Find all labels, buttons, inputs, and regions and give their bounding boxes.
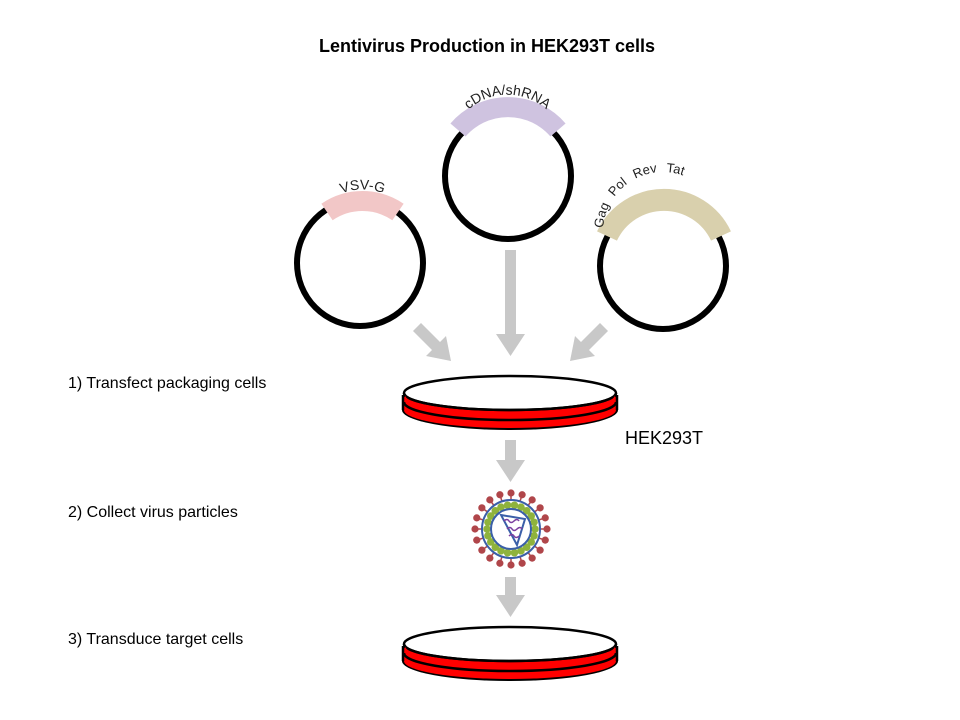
virus-spike-head xyxy=(507,561,515,569)
virus-capsid-bead xyxy=(484,531,492,540)
culture-dish-target xyxy=(401,625,619,681)
virus-spike-head xyxy=(486,554,494,562)
virus-capsid-bead xyxy=(530,518,538,527)
virus-spike-head xyxy=(507,489,515,497)
virus-capsid-bead xyxy=(517,503,525,511)
step-transduce-label: 3) Transduce target cells xyxy=(68,631,244,648)
dish-liquid xyxy=(405,646,615,666)
virus-spike-head xyxy=(536,546,544,554)
virus-spike-head xyxy=(528,496,536,504)
virus-capsid-bead xyxy=(497,503,505,511)
step-collect-label: 2) Collect virus particles xyxy=(68,504,238,521)
virus-spike-head xyxy=(496,559,504,567)
arrow-diagonal-gag xyxy=(570,323,608,361)
gene-rev: Rev xyxy=(630,160,658,181)
virus-capsid-bead xyxy=(487,538,495,546)
virus-rna xyxy=(508,533,520,539)
culture-dish-packaging xyxy=(401,374,619,430)
dish-middle-rim xyxy=(402,401,618,422)
virus-spike-head xyxy=(536,504,544,512)
plasmid-vsvg: VSV-G xyxy=(294,176,426,329)
virus-spike-head xyxy=(541,514,549,522)
virus-spike-head xyxy=(543,525,551,533)
virus-capsid-bead xyxy=(487,512,495,520)
virus-capsid-bead xyxy=(491,507,500,515)
dish-middle-rim xyxy=(402,652,618,673)
arrow-diagonal-vsvg xyxy=(413,323,451,361)
arrow-down-cdna xyxy=(496,250,525,356)
virus-spike-head xyxy=(541,536,549,544)
virus-capsid-bead xyxy=(527,512,535,520)
virus-capsid-bead xyxy=(522,507,531,515)
virus-capsid-bead xyxy=(510,548,519,557)
virus-spike-head xyxy=(478,546,486,554)
virus-capsid-bead xyxy=(484,518,492,527)
plasmid-cdna-shrna: cDNA/shRNA xyxy=(442,82,574,242)
virus-capsid-bead xyxy=(531,525,539,533)
virus-spike-head xyxy=(478,504,486,512)
virus-spike-head xyxy=(471,525,479,533)
virus-spike-head xyxy=(473,536,481,544)
vsvg-label-band xyxy=(321,191,404,221)
gag-label-band xyxy=(597,188,731,242)
step-transfect-label: 1) Transfect packaging cells xyxy=(68,375,267,392)
cell-line-label: HEK293T xyxy=(625,428,704,448)
virus-capsid-bead xyxy=(503,501,512,510)
virus-rna xyxy=(503,518,520,524)
virus-capsid-bead xyxy=(497,547,505,555)
virus-capsid-bead xyxy=(503,548,512,557)
virus-spike-head xyxy=(518,559,526,567)
cdna-label-band xyxy=(450,97,566,137)
virus-capsid-bead xyxy=(530,531,538,540)
gene-tat: Tat xyxy=(666,160,687,178)
virus-spike-head xyxy=(518,491,526,499)
arrow-down-to-target xyxy=(496,577,525,617)
virus-capsid-bead xyxy=(510,501,519,510)
virus-rna xyxy=(506,526,523,532)
virus-spike-head xyxy=(473,514,481,522)
virus-spike-head xyxy=(486,496,494,504)
arrow-down-to-virus xyxy=(496,440,525,482)
dish-liquid xyxy=(405,395,615,415)
virus-capsid-bead xyxy=(491,543,500,551)
virus-particle-icon xyxy=(471,489,551,569)
virus-spike-head xyxy=(496,491,504,499)
plasmid-ring xyxy=(294,197,426,329)
gene-pol: Pol xyxy=(605,174,629,199)
diagram-title: Lentivirus Production in HEK293T cells xyxy=(318,36,656,56)
virus-capsid-bead xyxy=(527,538,535,546)
virus-capsid-bead xyxy=(483,525,491,533)
flow-arrows xyxy=(413,250,608,617)
virus-capsid-bead xyxy=(517,547,525,555)
virus-spike-head xyxy=(528,554,536,562)
virus-capsid-bead xyxy=(522,543,531,551)
